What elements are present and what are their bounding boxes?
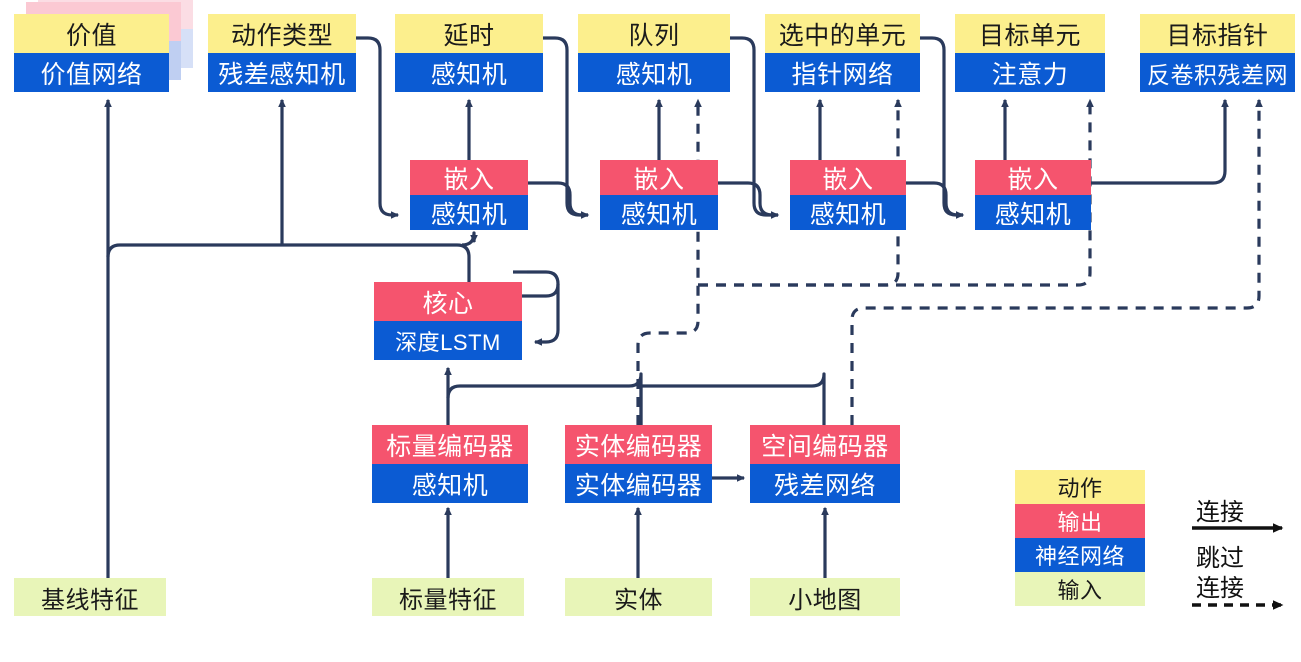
embedding-embed4-network-label: 感知机 (975, 195, 1091, 230)
input-node-scalar_features: 标量特征 (372, 578, 524, 616)
output-head-delay-action-label: 延时 (395, 14, 543, 53)
output-head-selected_units-network-label: 指针网络 (765, 53, 920, 92)
output-head-queued-action-label: 队列 (578, 14, 730, 53)
embedding-embed4-action-label: 嵌入 (975, 160, 1091, 195)
encoder-spatial_encoder: 空间编码器残差网络 (750, 425, 900, 503)
legend-skip-label-line1: 跳过 (1196, 545, 1244, 572)
wire-embed4-to-target-point (1091, 98, 1229, 185)
encoder-scalar_encoder-network-label: 感知机 (372, 464, 528, 503)
output-head-selected_units: 选中的单元指针网络 (765, 14, 920, 92)
legend-connection-label: 连接 (1196, 499, 1244, 526)
embedding-embed3-action-label: 嵌入 (790, 160, 906, 195)
output-head-target_unit-network-label: 注意力 (955, 53, 1105, 92)
skip-spatial-encoder-to-target-point (850, 98, 1263, 425)
input-node-minimap: 小地图 (750, 578, 900, 616)
output-head-queued-network-label: 感知机 (578, 53, 730, 92)
output-head-target_unit-action-label: 目标单元 (955, 14, 1105, 53)
encoder-spatial_encoder-network-label: 残差网络 (750, 464, 900, 503)
output-head-action_type-action-label: 动作类型 (208, 14, 356, 53)
encoder-scalar_encoder-action-label: 标量编码器 (372, 425, 528, 464)
encoder-spatial_encoder-action-label: 空间编码器 (750, 425, 900, 464)
output-head-target_unit: 目标单元注意力 (955, 14, 1105, 92)
encoder-scalar_encoder: 标量编码器感知机 (372, 425, 528, 503)
legend-swatches: 动作输出神经网络输入 (1015, 470, 1145, 606)
embedding-embed3-network-label: 感知机 (790, 195, 906, 230)
wire-scalar-encoder-bus (446, 372, 643, 425)
encoder-entity_encoder-network-label: 实体编码器 (565, 464, 712, 503)
embedding-embed2-action-label: 嵌入 (600, 160, 718, 195)
embedding-embed1-action-label: 嵌入 (410, 160, 528, 195)
embedding-embed4: 嵌入感知机 (975, 160, 1091, 230)
wire-spatial-encoder-bus (641, 372, 826, 425)
skip-entity-encoder-to-selected-units (636, 98, 702, 425)
wire-embed3-to-embed4 (906, 181, 965, 219)
input-node-baseline_features: 基线特征 (14, 578, 166, 616)
core-module-core: 核心深度LSTM (374, 282, 522, 360)
wire-embed1-to-embed2 (528, 181, 590, 219)
embedding-embed3: 嵌入感知机 (790, 160, 906, 230)
wire-core-selfloop-in (533, 284, 560, 346)
output-head-value-network-label: 价值网络 (14, 53, 169, 92)
core-module-core-action-label: 核心 (374, 282, 522, 321)
output-head-queued: 队列感知机 (578, 14, 730, 92)
embedding-embed2-network-label: 感知机 (600, 195, 718, 230)
wire-action-type-to-embed1 (356, 36, 400, 219)
wire-queued-to-embed3 (730, 36, 780, 219)
output-head-action_type-network-label: 残差感知机 (208, 53, 356, 92)
encoder-entity_encoder: 实体编码器实体编码器 (565, 425, 712, 503)
output-head-target_point: 目标指针反卷积残差网 (1140, 14, 1295, 92)
wire-core-selfloop-out (522, 270, 560, 298)
legend-input: 输入 (1015, 572, 1145, 606)
output-head-action_type: 动作类型残差感知机 (208, 14, 356, 92)
legend-output: 输出 (1015, 504, 1145, 538)
legend-action: 动作 (1015, 470, 1145, 504)
encoder-entity_encoder-action-label: 实体编码器 (565, 425, 712, 464)
output-head-selected_units-action-label: 选中的单元 (765, 14, 920, 53)
output-head-delay: 延时感知机 (395, 14, 543, 92)
wire-embed2-to-embed3 (718, 181, 780, 219)
input-node-entities: 实体 (565, 578, 712, 616)
legend-arrow-glyphs (1192, 523, 1284, 610)
wire-core-to-left-bus (120, 243, 471, 282)
embedding-embed1-network-label: 感知机 (410, 195, 528, 230)
wire-baseline-features-up (106, 243, 121, 578)
output-head-value-action-label: 价值 (14, 14, 169, 53)
embedding-embed2: 嵌入感知机 (600, 160, 718, 230)
output-head-delay-network-label: 感知机 (395, 53, 543, 92)
skip-entity-encoder-to-target-unit (698, 98, 1094, 287)
legend-skip-label-line2: 连接 (1196, 575, 1244, 602)
output-head-target_point-action-label: 目标指针 (1140, 14, 1295, 53)
wire-core-to-embed1 (461, 231, 478, 247)
embedding-embed1: 嵌入感知机 (410, 160, 528, 230)
core-module-core-network-label: 深度LSTM (374, 321, 522, 360)
output-head-target_point-network-label: 反卷积残差网 (1140, 53, 1295, 92)
output-head-value: 价值价值网络 (14, 14, 169, 92)
legend-network: 神经网络 (1015, 538, 1145, 572)
